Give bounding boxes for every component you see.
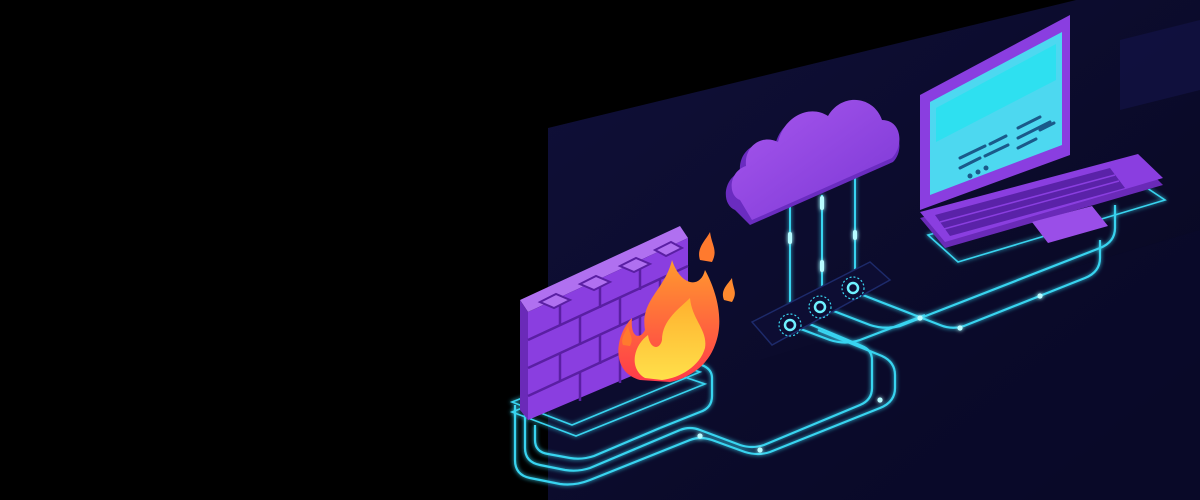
circuit-node-icon	[841, 276, 865, 300]
circuit-node-icon	[778, 313, 802, 337]
data-packets	[697, 196, 1043, 453]
circuit-node-icon	[808, 295, 832, 319]
fire-icon	[618, 232, 735, 382]
cloud-icon	[725, 99, 900, 225]
firewall-brick-wall-icon	[520, 226, 689, 420]
junction-pad	[750, 261, 892, 346]
laptop-icon	[920, 15, 1167, 263]
